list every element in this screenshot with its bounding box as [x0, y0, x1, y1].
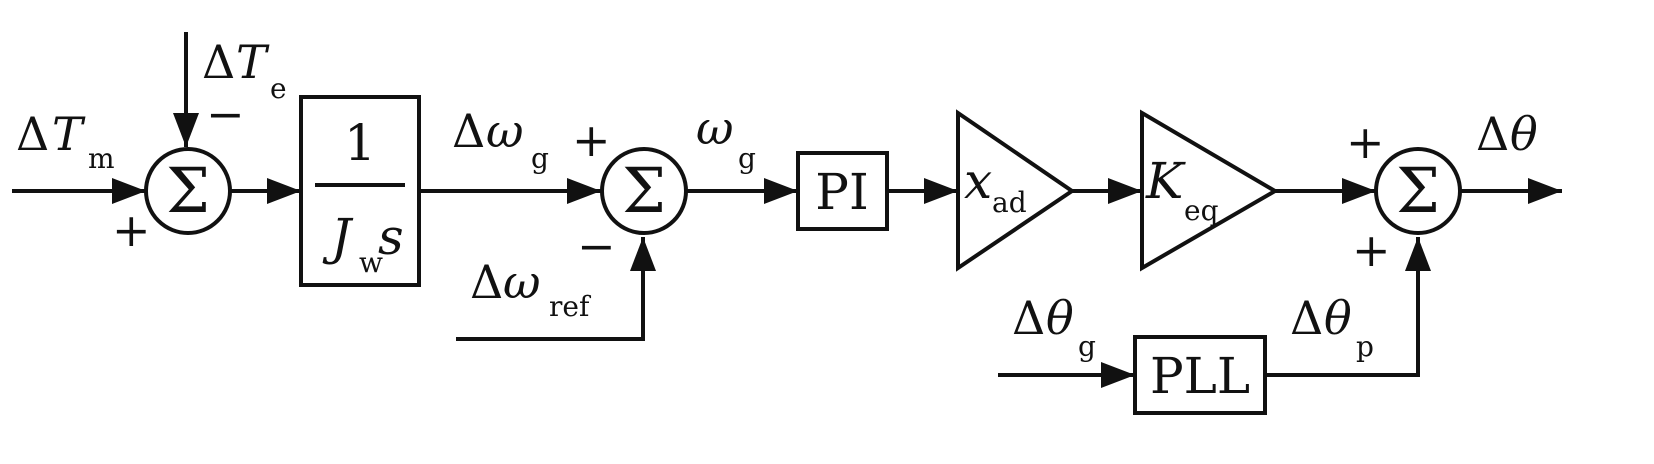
pll-block: PLL [1133, 335, 1267, 415]
gain-keq: K eq [1140, 109, 1279, 272]
label-delta-theta-output: Δ θ [1476, 107, 1538, 161]
label-delta: Δ [16, 107, 49, 161]
sum-symbol: Σ [166, 154, 210, 227]
pll-label: PLL [1150, 347, 1250, 405]
label-main: θ [1510, 107, 1538, 161]
label-delta: Δ [1476, 107, 1509, 161]
label-sub: g [531, 142, 549, 175]
label-delta-omega-ref: Δ ω ref [470, 255, 592, 323]
label-delta: Δ [202, 35, 235, 89]
label-sub: p [1356, 330, 1374, 363]
label-delta: Δ [470, 255, 503, 309]
sum-symbol: Σ [622, 154, 666, 227]
label-omega-g: ω g [696, 101, 756, 175]
label-main: ω [486, 104, 524, 158]
sum-symbol: Σ [1396, 154, 1440, 227]
summing-junction-1: Σ [144, 147, 232, 235]
inertia-den-var: s [378, 208, 404, 266]
label-delta: Δ [452, 104, 485, 158]
label-delta-te: Δ T e [202, 35, 287, 105]
label-main: θ [1324, 291, 1352, 345]
inertia-den-sub: w [359, 246, 383, 279]
pi-label: PI [815, 163, 868, 221]
gain-keq-main: K [1145, 152, 1186, 210]
inertia-numerator: 1 [344, 114, 376, 172]
sign-sum3-left: + [1346, 115, 1385, 169]
sign-sum2-left: + [572, 113, 611, 167]
gain-keq-sub: eq [1184, 194, 1219, 227]
label-main: ω [696, 101, 734, 155]
gain-xad: x ad [956, 109, 1076, 272]
label-delta-theta-g: Δ θ g [1012, 291, 1096, 363]
label-main: θ [1046, 291, 1074, 345]
sign-sum1-left: + [112, 203, 151, 257]
label-sub: g [738, 142, 756, 175]
label-sub: m [88, 142, 115, 175]
pi-block: PI [796, 151, 889, 231]
label-main: ω [503, 255, 541, 309]
label-delta-omega-g: Δ ω g [452, 104, 549, 175]
line-pll-to-sum3 [1265, 237, 1431, 377]
label-sub: g [1078, 330, 1096, 363]
label-delta-tm: Δ T m [16, 107, 115, 175]
sign-sum3-bottom: + [1352, 223, 1391, 277]
label-delta-theta-p: Δ θ p [1290, 291, 1374, 363]
gain-xad-sub: ad [992, 186, 1027, 219]
gain-xad-main: x [964, 152, 992, 210]
label-main: T [52, 107, 86, 161]
label-sub: ref [549, 290, 592, 323]
line-omega-ref [456, 237, 656, 341]
label-delta: Δ [1012, 291, 1045, 345]
summing-junction-2: Σ [600, 147, 688, 235]
summing-junction-3: Σ [1374, 147, 1462, 235]
label-delta: Δ [1290, 291, 1323, 345]
label-sub: e [270, 72, 287, 105]
inertia-block: 1 J w s [299, 95, 421, 287]
sign-sum1-top: − [206, 87, 245, 141]
sign-sum2-bottom: − [577, 219, 616, 273]
label-main: T [236, 35, 270, 89]
